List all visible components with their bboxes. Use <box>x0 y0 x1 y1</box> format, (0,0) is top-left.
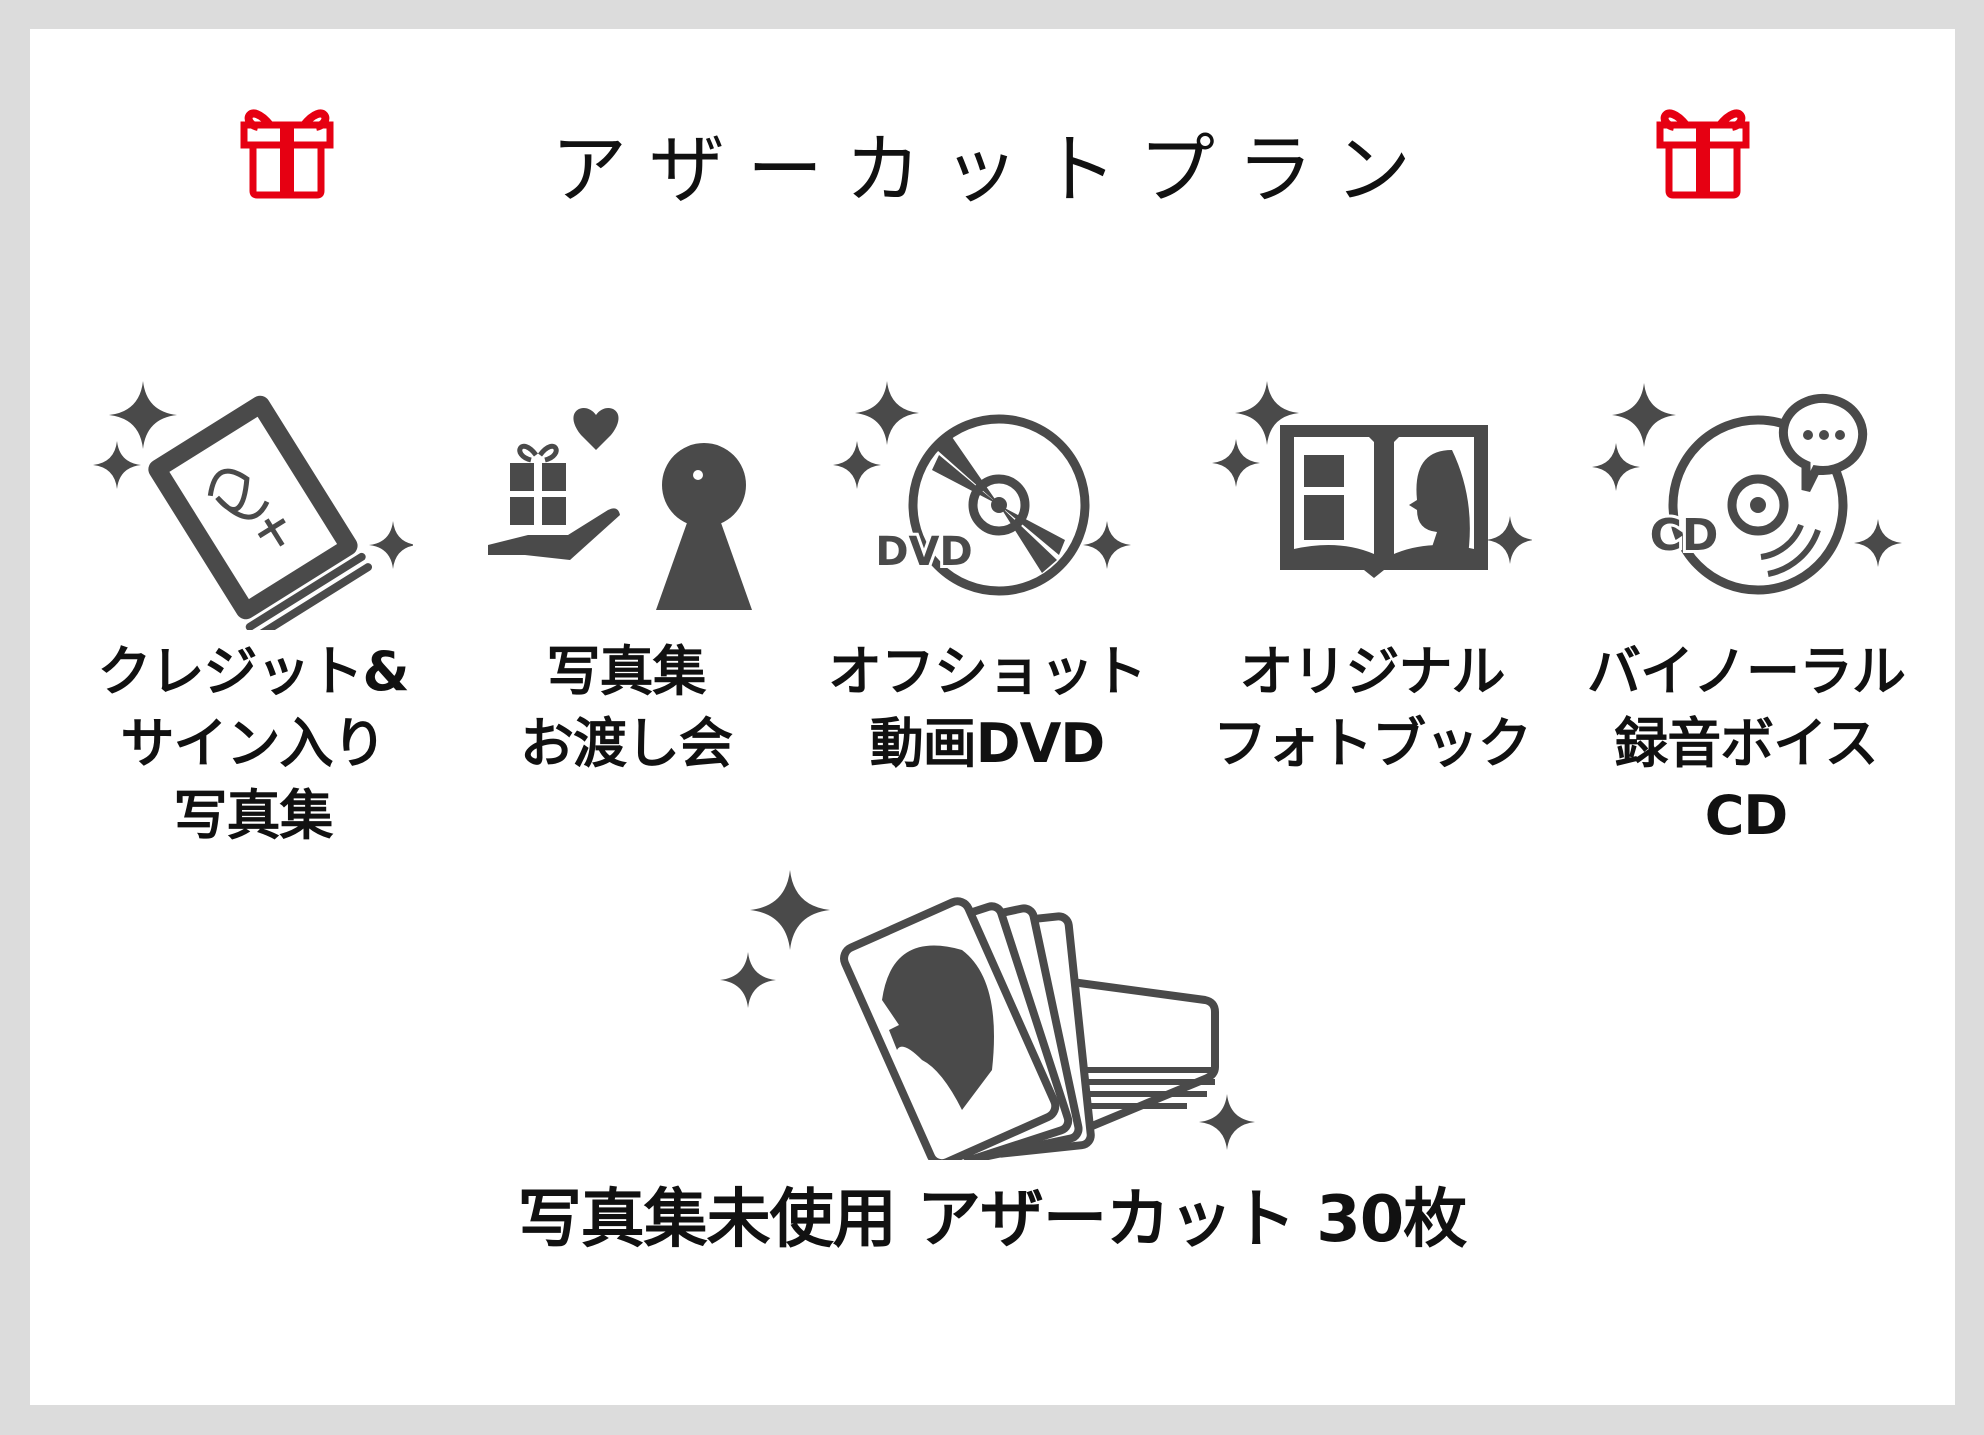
content-panel <box>30 29 1955 1405</box>
item-label-line: 録音ボイス <box>1614 712 1878 775</box>
dvd-icon: DVD <box>833 381 1131 596</box>
cd-voice-icon: CD <box>1592 383 1902 595</box>
item-label-line: オフショット <box>828 640 1147 703</box>
bottom-caption: 写真集未使用 アザーカット 30枚 <box>517 1183 1468 1257</box>
item-label-line: フォトブック <box>1213 712 1532 775</box>
photo-cards-icon <box>720 870 1255 1160</box>
item-signed-photobook: クレジット&サイン入り写真集 <box>83 375 423 852</box>
signed-photobook-icon <box>93 381 413 630</box>
item-label-line: オリジナル <box>1239 640 1506 703</box>
item-dvd: DVD オフショット動画DVD <box>817 375 1157 780</box>
item-label-line: バイノーラル <box>1587 640 1906 703</box>
item-photobook: オリジナルフォトブック <box>1202 375 1542 780</box>
handover-event-icon <box>488 407 752 610</box>
cd-text: CD <box>1650 510 1719 561</box>
item-handover-event: 写真集お渡し会 <box>456 375 796 780</box>
dvd-text: DVD <box>875 529 972 575</box>
gift-icon <box>1656 95 1750 199</box>
item-cd-voice: CD バイノーラル録音ボイス CD <box>1576 375 1916 852</box>
item-label-line: お渡し会 <box>520 712 733 775</box>
item-label-line: CD <box>1704 784 1788 847</box>
item-label-line: クレジット& <box>97 640 409 703</box>
item-label-line: 写真集 <box>173 784 334 847</box>
page-title: アザーカットプラン <box>551 125 1433 214</box>
item-label-line: サイン入り <box>120 712 387 775</box>
item-label-line: 写真集 <box>546 640 707 703</box>
photobook-icon <box>1212 381 1532 578</box>
item-label-line: 動画DVD <box>869 712 1105 775</box>
